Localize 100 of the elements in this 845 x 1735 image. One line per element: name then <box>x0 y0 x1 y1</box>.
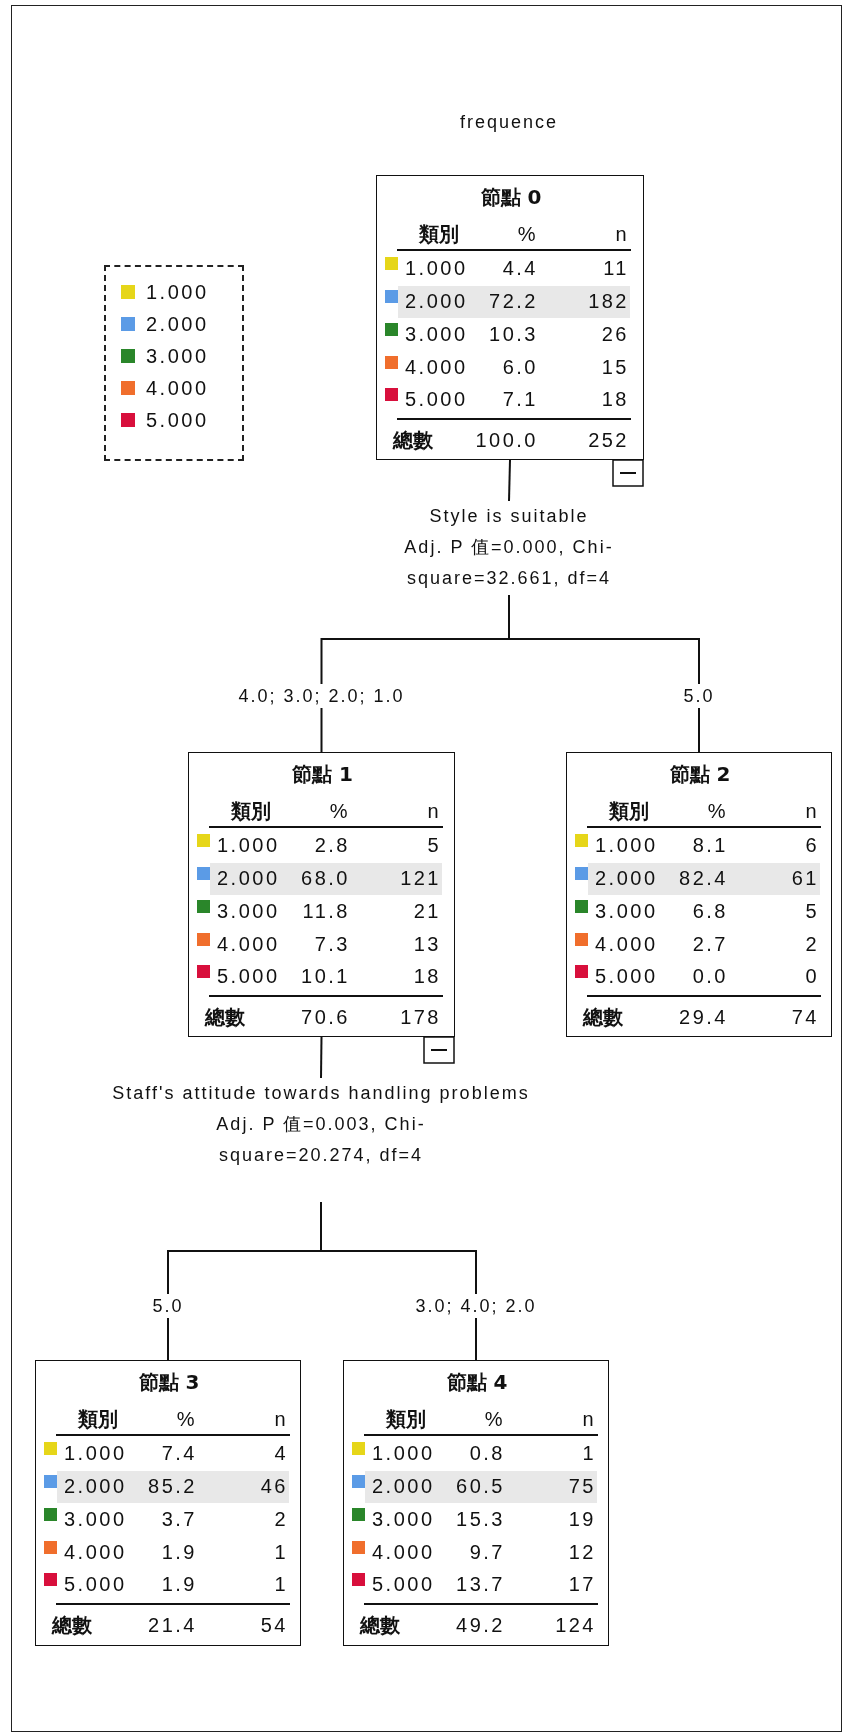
count-value: 252 <box>588 428 629 453</box>
percent-value: 2.8 <box>314 833 350 858</box>
total-label: 總數 <box>205 1004 245 1030</box>
category-label: 5.000 <box>217 964 280 989</box>
percent-value: 21.4 <box>148 1613 197 1638</box>
connector-line <box>320 1201 477 1361</box>
split-statistics: Adj. P 值=0.003, Chi-square=20.274, df=4 <box>215 1113 427 1167</box>
column-header: 類別 <box>609 798 649 824</box>
column-header: 類別 <box>231 798 271 824</box>
percent-value: 11.8 <box>302 899 350 924</box>
count-value: 182 <box>588 289 629 314</box>
split-variable: Staff's attitude towards handling problems <box>111 1082 531 1105</box>
node-title: 節點 0 <box>479 184 543 210</box>
category-label: 3.000 <box>372 1507 435 1532</box>
column-header: 類別 <box>78 1406 118 1432</box>
count-value: 124 <box>555 1613 596 1638</box>
category-label: 1.000 <box>595 833 658 858</box>
column-header: % <box>517 222 538 247</box>
count-value: 74 <box>791 1005 819 1030</box>
tree-node-table <box>566 752 832 1037</box>
category-label: 5.000 <box>372 1572 435 1597</box>
chart-title: frequence <box>458 111 560 134</box>
count-value: 11 <box>603 256 629 281</box>
percent-value: 49.2 <box>456 1613 505 1638</box>
count-value: 1 <box>274 1540 288 1565</box>
category-label: 4.000 <box>64 1540 127 1565</box>
node-title: 節點 3 <box>137 1369 201 1395</box>
column-header: 類別 <box>386 1406 426 1432</box>
column-header: % <box>707 799 728 824</box>
count-value: 18 <box>601 387 629 412</box>
count-value: 13 <box>413 932 441 957</box>
category-label: 1.000 <box>405 256 468 281</box>
count-value: 54 <box>260 1613 288 1638</box>
column-header: n <box>427 799 441 824</box>
count-value: 19 <box>568 1507 596 1532</box>
count-value: 17 <box>568 1572 596 1597</box>
percent-value: 4.4 <box>502 256 538 281</box>
percent-value: 72.2 <box>489 289 538 314</box>
category-label: 5.000 <box>405 387 468 412</box>
count-value: 121 <box>400 866 441 891</box>
count-value: 0 <box>805 964 819 989</box>
tree-node-table <box>343 1360 609 1646</box>
count-value: 61 <box>791 866 819 891</box>
split-variable: Style is suitable <box>428 505 590 528</box>
category-label: 5.000 <box>595 964 658 989</box>
total-label: 總數 <box>583 1004 623 1030</box>
count-value: 178 <box>400 1005 441 1030</box>
total-label: 總數 <box>52 1612 92 1638</box>
total-label: 總數 <box>360 1612 400 1638</box>
percent-value: 2.7 <box>692 932 728 957</box>
category-label: 1.000 <box>372 1441 435 1466</box>
percent-value: 70.6 <box>301 1005 350 1030</box>
percent-value: 100.0 <box>475 428 538 453</box>
percent-value: 6.8 <box>692 899 728 924</box>
legend-label: 2.000 <box>146 312 209 337</box>
node-title: 節點 2 <box>668 761 732 787</box>
column-header: % <box>176 1407 197 1432</box>
column-header: n <box>615 222 629 247</box>
percent-value: 0.0 <box>692 964 728 989</box>
connector-line <box>508 594 700 753</box>
count-value: 46 <box>260 1474 288 1499</box>
category-label: 2.000 <box>405 289 468 314</box>
count-value: 1 <box>274 1572 288 1597</box>
category-label: 2.000 <box>372 1474 435 1499</box>
tree-node-table <box>188 752 455 1037</box>
column-header: n <box>582 1407 596 1432</box>
percent-value: 1.9 <box>161 1540 197 1565</box>
split-statistics: Adj. P 值=0.000, Chi-square=32.661, df=4 <box>403 536 615 590</box>
category-label: 4.000 <box>217 932 280 957</box>
category-label: 4.000 <box>595 932 658 957</box>
category-label: 3.000 <box>64 1507 127 1532</box>
percent-value: 0.8 <box>469 1441 505 1466</box>
total-label: 總數 <box>393 427 433 453</box>
count-value: 15 <box>601 355 629 380</box>
percent-value: 7.3 <box>314 932 350 957</box>
category-label: 5.000 <box>64 1572 127 1597</box>
column-header: % <box>329 799 350 824</box>
percent-value: 85.2 <box>148 1474 197 1499</box>
count-value: 6 <box>805 833 819 858</box>
percent-value: 68.0 <box>301 866 350 891</box>
count-value: 4 <box>274 1441 288 1466</box>
column-header: n <box>274 1407 288 1432</box>
legend-label: 4.000 <box>146 376 209 401</box>
count-value: 2 <box>274 1507 288 1532</box>
column-header: % <box>484 1407 505 1432</box>
count-value: 18 <box>413 964 441 989</box>
percent-value: 13.7 <box>456 1572 505 1597</box>
count-value: 5 <box>805 899 819 924</box>
category-label: 3.000 <box>217 899 280 924</box>
category-label: 2.000 <box>217 866 280 891</box>
percent-value: 10.3 <box>489 322 538 347</box>
percent-value: 60.5 <box>456 1474 505 1499</box>
tree-node-table <box>376 175 644 460</box>
percent-value: 3.7 <box>161 1507 197 1532</box>
category-label: 2.000 <box>64 1474 127 1499</box>
tree-node-table <box>35 1360 301 1646</box>
category-label: 4.000 <box>405 355 468 380</box>
percent-value: 8.1 <box>692 833 728 858</box>
connector-line <box>508 459 511 502</box>
category-label: 1.000 <box>64 1441 127 1466</box>
